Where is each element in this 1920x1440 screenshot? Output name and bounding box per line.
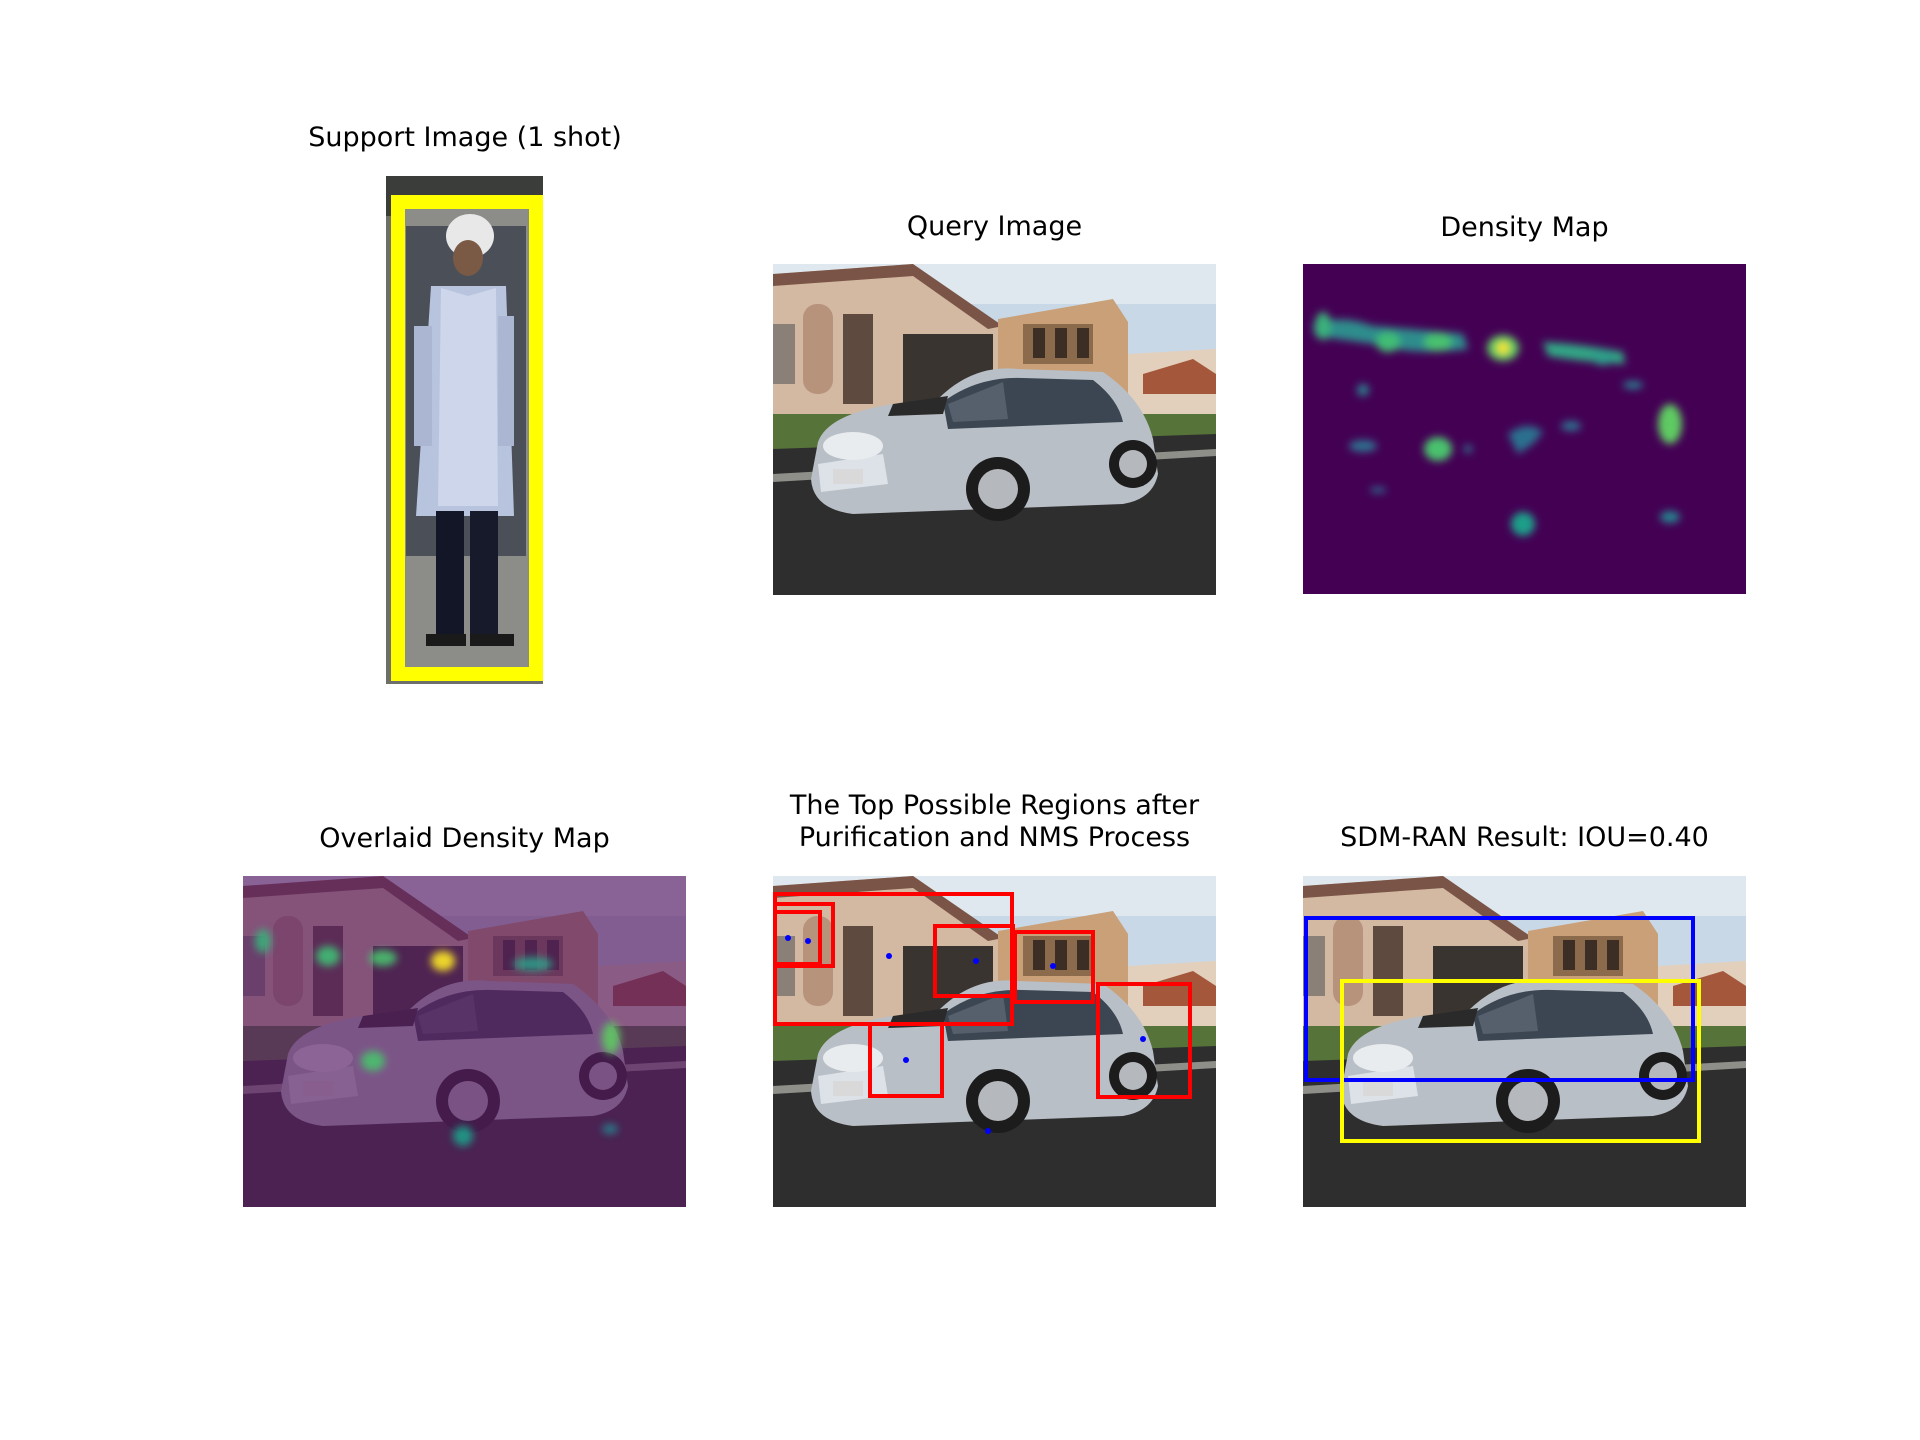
top-regions-image — [773, 876, 1216, 1207]
region-box — [868, 1022, 944, 1098]
peak-point — [903, 1057, 909, 1063]
ground-truth-box — [1340, 979, 1701, 1143]
peak-point — [886, 953, 892, 959]
region-box — [773, 910, 822, 966]
sdm-ran-result-title: SDM-RAN Result: IOU=0.40 — [1340, 822, 1709, 853]
peak-point — [805, 938, 811, 944]
query-image-title: Query Image — [906, 211, 1083, 242]
region-box — [1096, 982, 1192, 1099]
overlaid-density-map-title: Overlaid Density Map — [319, 823, 610, 854]
density-map — [1303, 264, 1746, 594]
peak-point — [1140, 1036, 1146, 1042]
support-bounding-box — [391, 195, 543, 681]
overlaid-density-map — [243, 876, 686, 1207]
predicted-box — [1304, 916, 1695, 1082]
sdm-ran-result-image — [1303, 876, 1746, 1207]
peak-point — [1050, 963, 1056, 969]
top-regions-title: The Top Possible Regions after Purificat… — [789, 790, 1200, 853]
peak-point — [785, 935, 791, 941]
peak-point — [985, 1128, 991, 1134]
region-box — [1013, 930, 1095, 1004]
density-map-title: Density Map — [1440, 212, 1609, 243]
query-image — [773, 264, 1216, 595]
support-image-title: Support Image (1 shot) — [308, 122, 622, 153]
peak-point — [973, 958, 979, 964]
support-image — [386, 176, 543, 684]
